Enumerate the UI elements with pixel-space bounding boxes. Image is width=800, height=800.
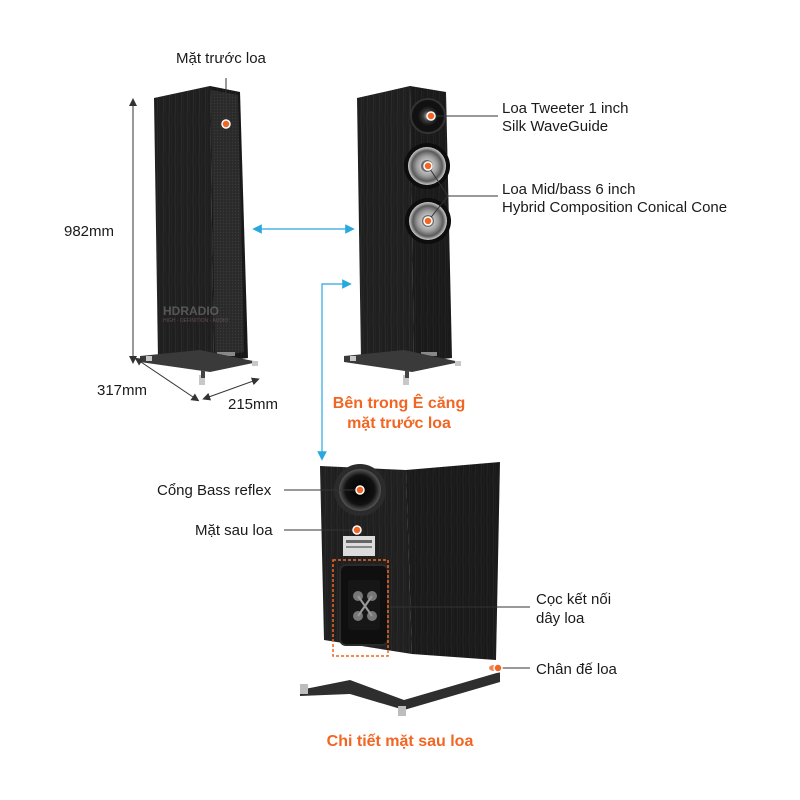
speaker-front-grille — [140, 86, 258, 385]
dimension-width: 215mm — [228, 396, 279, 413]
heading-inside-line1: Bên trong Ê căng — [332, 395, 466, 412]
label-rear-face: Mặt sau loa — [195, 522, 273, 539]
dimension-lines — [129, 98, 260, 402]
badge-logo — [217, 352, 235, 356]
heading-inside-line2: mặt trước loa — [347, 415, 451, 432]
speaker-front-drivers — [344, 86, 461, 385]
terminal-highlight — [332, 559, 389, 657]
label-midbass-line2: Hybrid Composition Conical Cone — [502, 199, 728, 216]
label-tweeter-line1: Loa Tweeter 1 inch — [502, 100, 629, 117]
heading-rear-detail: Chi tiết mặt sau loa — [326, 733, 474, 750]
relation-arrows — [252, 224, 355, 461]
watermark-logo: HDRADIO HIGH · DEFINITION · AUDIO — [163, 304, 229, 324]
label-foot: Chân đế loa — [536, 661, 617, 678]
label-bass-port: Cổng Bass reflex — [157, 482, 272, 499]
dimension-depth: 317mm — [97, 382, 148, 399]
speaker-rear — [300, 462, 500, 716]
callout-dots — [221, 111, 503, 673]
callouts — [225, 78, 530, 669]
label-terminal-line2: dây loa — [536, 610, 585, 627]
dimension-height: 982mm — [64, 223, 115, 240]
label-terminal-line1: Cọc kết nối — [536, 591, 612, 608]
label-front-face: Mặt trước loa — [176, 50, 266, 67]
label-tweeter-line2: Silk WaveGuide — [502, 118, 609, 135]
label-midbass-line1: Loa Mid/bass 6 inch — [502, 181, 636, 198]
